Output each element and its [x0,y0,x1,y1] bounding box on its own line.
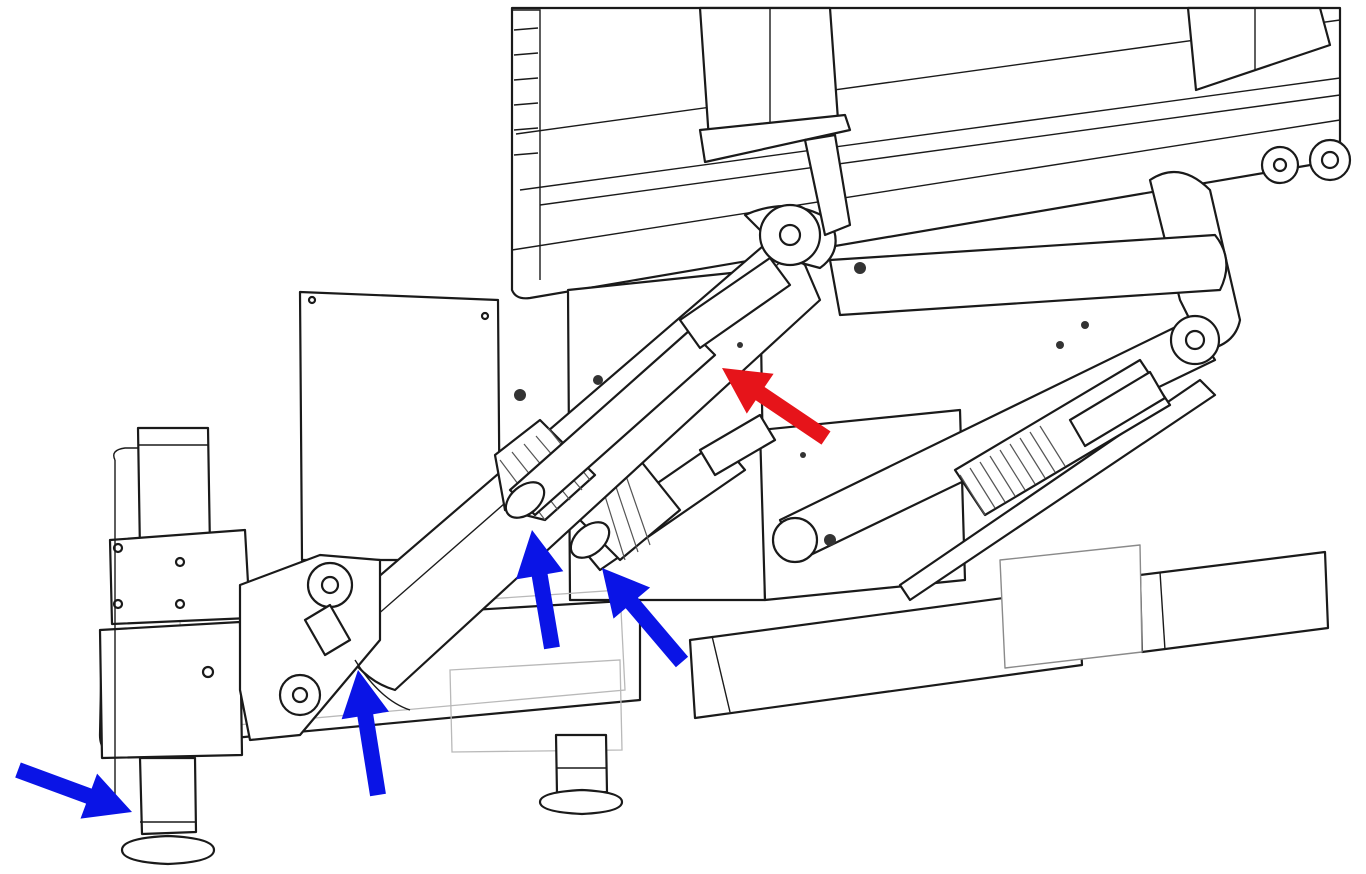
lower-pivot-bracket [238,553,411,742]
arrow-cylinder-base-left [516,530,564,650]
fasteners [514,262,1089,546]
arrow-cylinder-base-right [602,568,689,668]
arrow-layer [15,368,831,819]
motor-unit [108,426,252,800]
leveling-foot-left [120,756,216,866]
right-link-frame [828,138,1352,352]
leveling-foot-middle [538,733,624,816]
right-cylinder [953,358,1172,517]
arrow-pivot-lower-left [341,670,389,797]
arrow-cylinder-rod [722,368,831,445]
arrow-foot-left [15,762,133,819]
left-cylinder [493,256,792,559]
